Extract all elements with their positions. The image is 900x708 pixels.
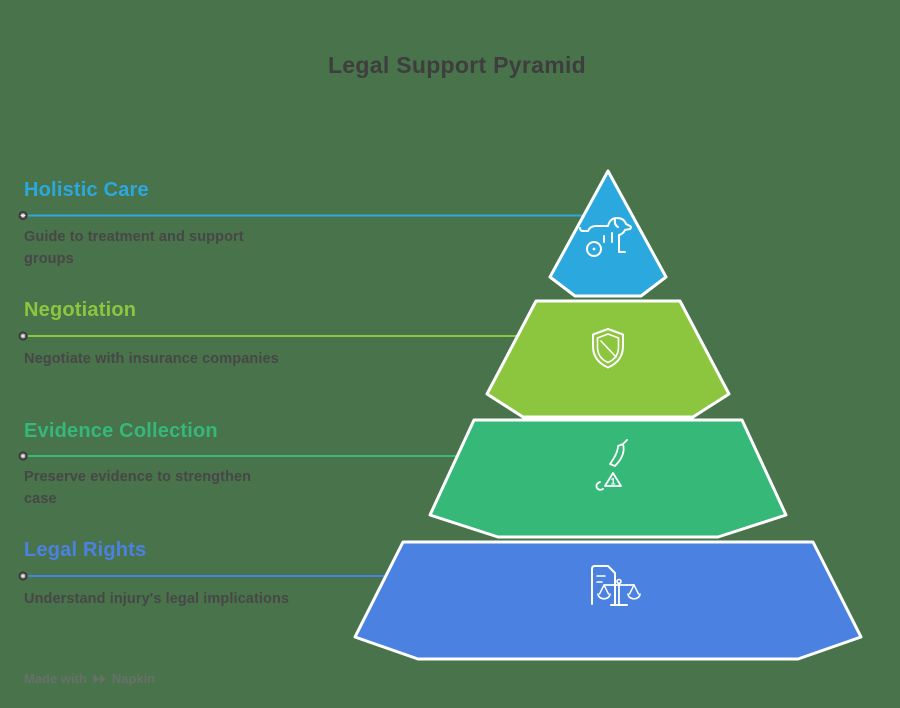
shield-icon (592, 328, 624, 369)
level-label: Negotiation (24, 299, 137, 321)
document-scales-icon (591, 565, 641, 606)
level-description: Understand injury's legal implications (24, 591, 290, 607)
watermark: Made with Napkin (24, 671, 155, 686)
svg-text:1: 1 (610, 477, 615, 487)
level-label: Legal Rights (24, 539, 147, 561)
level-row-legal-rights: Legal Rights (24, 539, 146, 562)
watermark-prefix: Made with (24, 671, 87, 686)
connector-dot (18, 571, 28, 581)
connector-dot (18, 210, 28, 221)
connector-dot (18, 331, 28, 341)
pyramid-level-3-shape[interactable] (428, 418, 788, 539)
level-label: Holistic Care (24, 179, 149, 201)
knife-evidence-icon: 1 (595, 439, 628, 491)
watermark-brand: Napkin (111, 671, 156, 686)
level-label: Evidence Collection (24, 420, 218, 442)
pyramid-level-1-shape[interactable] (548, 169, 668, 298)
connector-dot (18, 451, 28, 461)
level-row-negotiation: Negotiation (24, 299, 136, 322)
level-row-holistic-care: Holistic Care (24, 179, 149, 202)
diagram-title: Legal Support Pyramid (327, 52, 587, 78)
level-row-evidence-collection: Evidence Collection (24, 420, 218, 443)
napkin-logo-icon (93, 673, 106, 684)
level-description: Guide to treatment and support groups (24, 229, 244, 267)
pyramid-level-2-shape[interactable] (485, 299, 731, 419)
level-description: Preserve evidence to strengthen case (24, 469, 252, 507)
level-description: Negotiate with insurance companies (24, 351, 279, 367)
dog-icon (579, 217, 632, 257)
pyramid-level-4-shape[interactable] (353, 540, 863, 661)
